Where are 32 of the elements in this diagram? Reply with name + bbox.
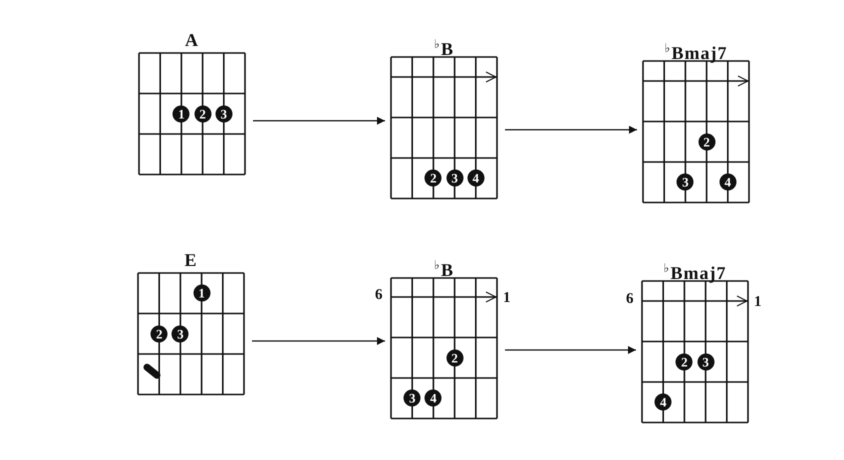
finger-dot: 3	[446, 170, 464, 187]
string-number: 1	[503, 290, 510, 306]
finger-dot: 3	[676, 174, 694, 191]
arrow	[252, 337, 385, 345]
finger-dot: 4	[424, 390, 442, 407]
finger-dot: 2	[698, 133, 716, 150]
finger-dot: 2	[150, 325, 168, 342]
finger-dot: 2	[424, 170, 442, 187]
arrow	[505, 126, 637, 134]
finger-dot: 1	[172, 105, 190, 122]
finger-dot: 3	[172, 325, 189, 342]
finger-dot: 4	[654, 394, 672, 411]
finger-dot: 4	[467, 170, 484, 187]
arrow	[253, 116, 385, 125]
string-number: 1	[754, 294, 762, 310]
finger-dot: 3	[404, 390, 421, 407]
finger-dot: 2	[676, 353, 693, 370]
finger-dot: 2	[194, 105, 212, 122]
finger-dot: 2	[446, 349, 464, 366]
chord-name: A	[185, 30, 199, 50]
string-number: 6	[375, 287, 382, 303]
finger-dot: 3	[215, 105, 232, 122]
arrow	[505, 346, 636, 354]
chord-name: $^{♭}$B	[434, 260, 454, 280]
chord-name: $^{♭}$B	[434, 39, 454, 59]
chord-name: E	[184, 250, 198, 270]
finger-dot: 4	[719, 174, 736, 191]
finger-dot: 1	[193, 284, 210, 302]
chord-name: $^{♭}$Bmaj7	[664, 43, 728, 63]
finger-dot: 3	[697, 353, 714, 370]
string-number: 6	[626, 291, 634, 307]
chord-name: $^{♭}$Bmaj7	[664, 263, 726, 283]
